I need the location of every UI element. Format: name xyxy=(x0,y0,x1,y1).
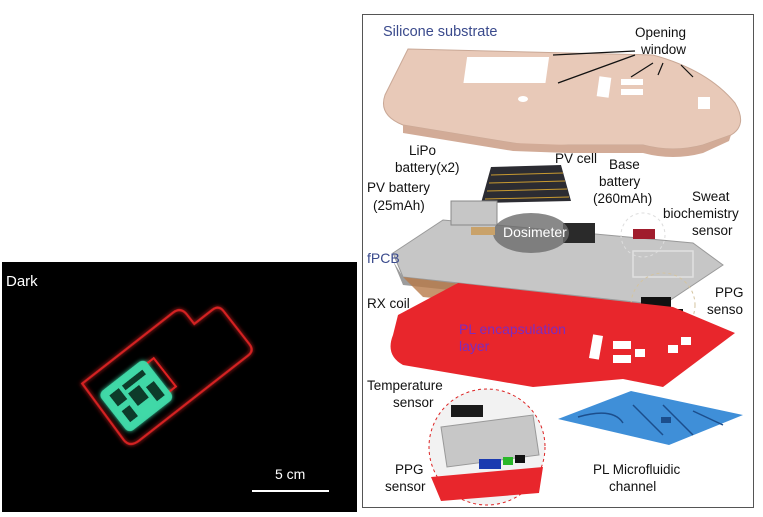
glowing-device-image xyxy=(80,306,253,446)
pl-encapsulation-layer xyxy=(390,283,735,387)
label-fpcb: fPCB xyxy=(367,250,400,266)
scale-bar-label: 5 cm xyxy=(275,466,306,482)
label-ppg-right-line1: PPG xyxy=(715,285,744,300)
label-ppg-bottom-line2: sensor xyxy=(385,479,426,494)
microfluidic-channel-part xyxy=(558,391,743,445)
label-pl-encapsulation-line2: layer xyxy=(459,338,490,354)
scale-bar xyxy=(252,490,329,492)
label-ppg-bottom-line1: PPG xyxy=(395,462,424,477)
label-pv-battery-line2: (25mAh) xyxy=(373,198,425,213)
label-rx-coil: RX coil xyxy=(367,296,410,311)
label-microfluidic-line1: PL Microfluidic xyxy=(593,462,681,477)
condition-label: Dark xyxy=(6,273,38,290)
label-pv-battery-line1: PV battery xyxy=(367,180,431,195)
label-temperature-line2: sensor xyxy=(393,395,434,410)
exploded-view-diagram: Silicone substrate Opening window LiPo b… xyxy=(362,14,754,508)
label-dosimeter: Dosimeter xyxy=(503,224,567,240)
label-silicone-substrate: Silicone substrate xyxy=(383,24,498,40)
label-sweat-line2: biochemistry xyxy=(663,206,739,221)
detail-inset xyxy=(428,388,546,506)
label-base-battery-line2: battery xyxy=(599,174,641,189)
label-pl-encapsulation-line1: PL encapsulation xyxy=(459,321,566,337)
label-opening-window-line2: window xyxy=(641,42,687,57)
label-opening-window-line1: Opening xyxy=(635,25,687,40)
label-temperature-line1: Temperature xyxy=(367,378,443,393)
label-ppg-right-line2: senso xyxy=(707,302,744,317)
pv-cell-part xyxy=(481,165,571,203)
label-base-battery-line1: Base xyxy=(609,157,640,172)
label-lipo-line1: LiPo xyxy=(409,143,437,158)
label-lipo-line2: battery(x2) xyxy=(395,160,460,175)
label-sweat-line3: sensor xyxy=(692,223,733,238)
silicone-substrate-layer xyxy=(383,48,742,157)
dark-photo-panel xyxy=(2,262,357,512)
label-pv-cell: PV cell xyxy=(555,151,598,166)
label-sweat-line1: Sweat xyxy=(692,189,730,204)
label-base-battery-line3: (260mAh) xyxy=(593,191,653,206)
label-microfluidic-line2: channel xyxy=(609,479,657,494)
device-layers-drawing xyxy=(383,48,743,506)
